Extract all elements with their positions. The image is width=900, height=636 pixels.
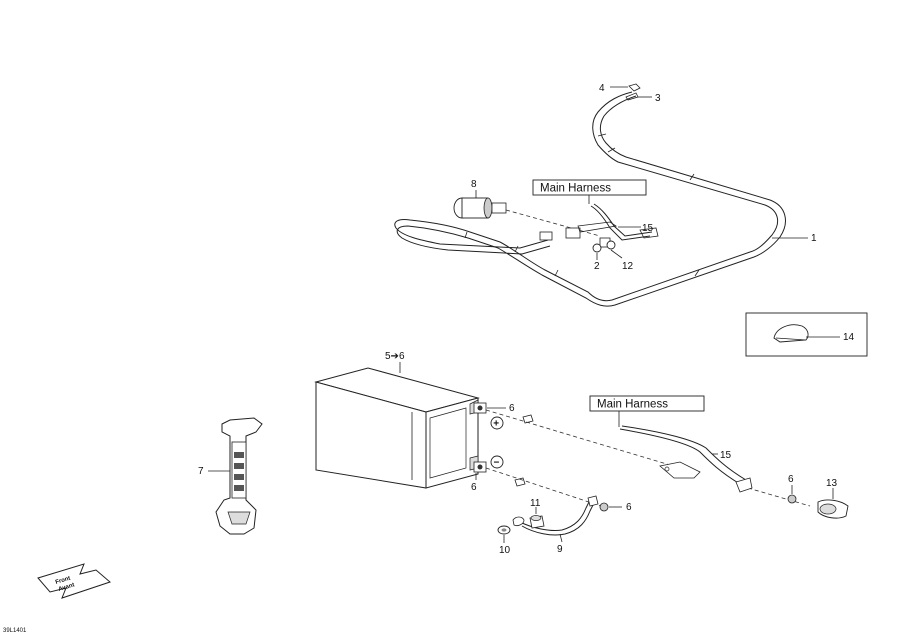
part-2-nut	[592, 243, 602, 260]
battery-5	[314, 362, 480, 489]
terminal-screw-negative	[473, 461, 487, 480]
part-8-relay	[453, 190, 507, 219]
part-10-washer	[497, 525, 511, 543]
front-arrow-icon: Front Avant	[37, 563, 111, 599]
callout-14: 14	[843, 332, 855, 343]
part-13-boot	[817, 488, 849, 519]
terminal-screw-positive	[473, 402, 506, 414]
positive-marker: +	[490, 416, 504, 430]
callout-1: 1	[811, 233, 817, 244]
diagram-id: 39L1401	[3, 628, 27, 634]
callout-8: 8	[471, 179, 477, 190]
part-11-spacer	[529, 507, 545, 529]
callout-5-6: 5➔6	[385, 351, 405, 362]
svg-text:−: −	[494, 458, 500, 469]
callout-7: 7	[198, 466, 204, 477]
front-label-fr: Avant	[58, 582, 75, 593]
part-7-strap	[208, 417, 263, 535]
part-12-nut	[606, 240, 623, 259]
cable-15-lower	[618, 411, 753, 493]
callout-6-c: 6	[788, 474, 794, 485]
positive-leader	[485, 409, 681, 469]
callout-15-lower: 15	[720, 450, 732, 461]
callout-6-b: 6	[471, 482, 477, 493]
part-14-bracket	[773, 324, 840, 343]
part-6-nut-starter	[787, 485, 797, 504]
callout-3: 3	[655, 93, 661, 104]
harness-1	[394, 91, 808, 307]
callout-15-upper: 15	[642, 223, 654, 234]
callout-6-a: 6	[509, 403, 515, 414]
callout-6-d: 6	[626, 502, 632, 513]
cable-15-upper	[588, 195, 659, 241]
callout-11: 11	[530, 498, 541, 509]
main-harness-box-bottom	[589, 395, 705, 412]
main-harness-label-bottom: Main Harness	[597, 399, 668, 411]
part-3-clip	[625, 92, 652, 101]
upper-connectors	[505, 209, 618, 248]
main-harness-label-top: Main Harness	[540, 183, 611, 195]
part-9-ground-cable	[512, 495, 599, 543]
callout-13: 13	[826, 478, 838, 489]
starter-leader	[747, 487, 811, 507]
front-label-en: Front	[55, 576, 71, 586]
callout-4: 4	[599, 83, 605, 94]
part-6-nut-ground	[599, 502, 622, 512]
positive-nut	[522, 414, 534, 424]
callout-12: 12	[622, 261, 634, 272]
negative-marker: −	[490, 455, 504, 469]
main-harness-box-top	[532, 179, 647, 196]
svg-text:+: +	[493, 419, 499, 430]
callout-2: 2	[594, 261, 600, 272]
callout-9: 9	[557, 544, 563, 555]
callout-10: 10	[499, 545, 511, 556]
negative-leader	[485, 467, 605, 508]
part-4-cap	[610, 83, 641, 92]
